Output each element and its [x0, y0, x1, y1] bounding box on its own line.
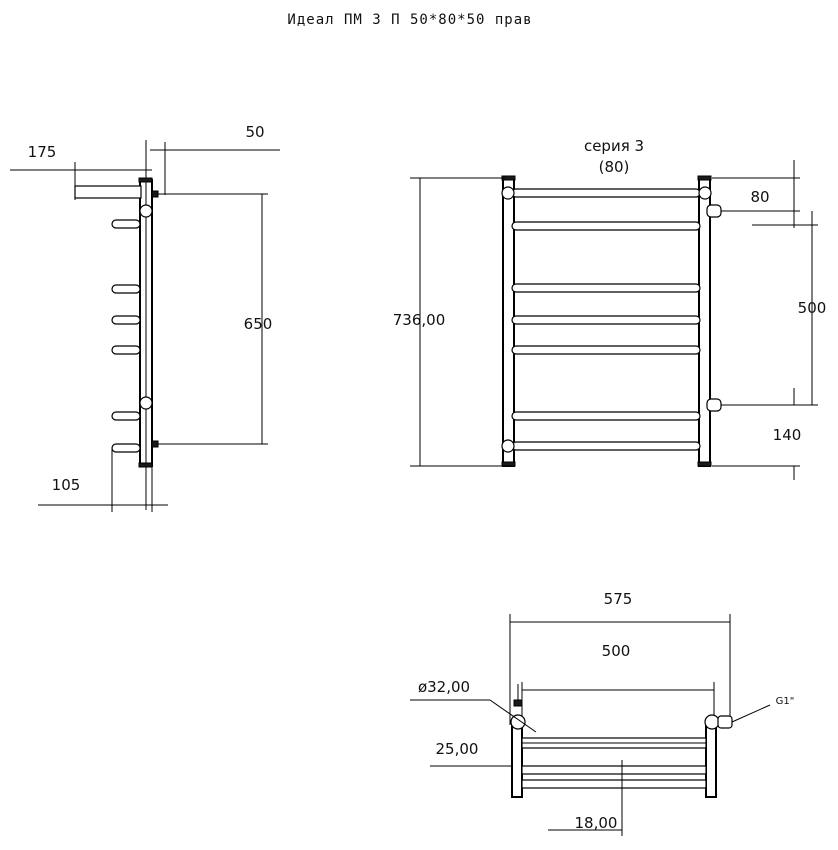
dim-50: 50: [245, 123, 264, 141]
side-connection-bottom: [139, 396, 153, 410]
dim-175: 175: [28, 143, 57, 161]
dim-105: 105: [52, 476, 81, 494]
dim-80: 80: [750, 188, 769, 206]
drawing-title: Идеал ПМ 3 П 50*80*50 прав: [287, 12, 532, 28]
top-connection-right: [704, 714, 720, 730]
dim-736: 736,00: [393, 311, 446, 329]
front-rung: [511, 441, 701, 451]
front-rung: [511, 221, 701, 231]
dim-25: 25,00: [436, 740, 479, 758]
bottom-bar: [521, 765, 707, 775]
bottom-bar-2: [521, 779, 707, 789]
dim-140: 140: [773, 426, 802, 444]
dim-575: 575: [604, 590, 633, 608]
dim-18: 18,00: [575, 814, 618, 832]
thread-label: G1": [776, 696, 795, 707]
side-connection-top: [139, 204, 153, 218]
side-top-bar: [74, 185, 142, 199]
top-right-post: [705, 724, 717, 798]
front-rung: [511, 283, 701, 293]
front-rung: [511, 188, 701, 198]
front-connection-bottom: [706, 398, 722, 412]
front-view: серия 3 (80) 736,00 80: [393, 137, 827, 480]
dim-500-horizontal: 500: [602, 642, 631, 660]
front-rung: [511, 345, 701, 355]
front-right-post: [698, 177, 711, 467]
side-view: 175 50 650 105: [10, 123, 280, 512]
dim-diameter-32: ø32,00: [418, 678, 470, 696]
series-label: серия 3: [584, 137, 644, 155]
top-view: 575 500 ø32,00 G1" 25,00 18,00: [410, 590, 794, 836]
front-rung: [511, 315, 701, 325]
top-connection-left: [510, 714, 526, 730]
front-rung: [511, 411, 701, 421]
top-left-post: [511, 724, 523, 798]
front-connection-top: [706, 204, 722, 218]
side-rung: [111, 345, 141, 355]
series-sub: (80): [599, 158, 630, 176]
dim-500-vertical: 500: [798, 299, 827, 317]
side-rung: [111, 315, 141, 325]
dim-650: 650: [244, 315, 273, 333]
side-rung: [111, 284, 141, 294]
side-rung: [111, 443, 141, 453]
side-rung: [111, 411, 141, 421]
side-rung: [111, 219, 141, 229]
